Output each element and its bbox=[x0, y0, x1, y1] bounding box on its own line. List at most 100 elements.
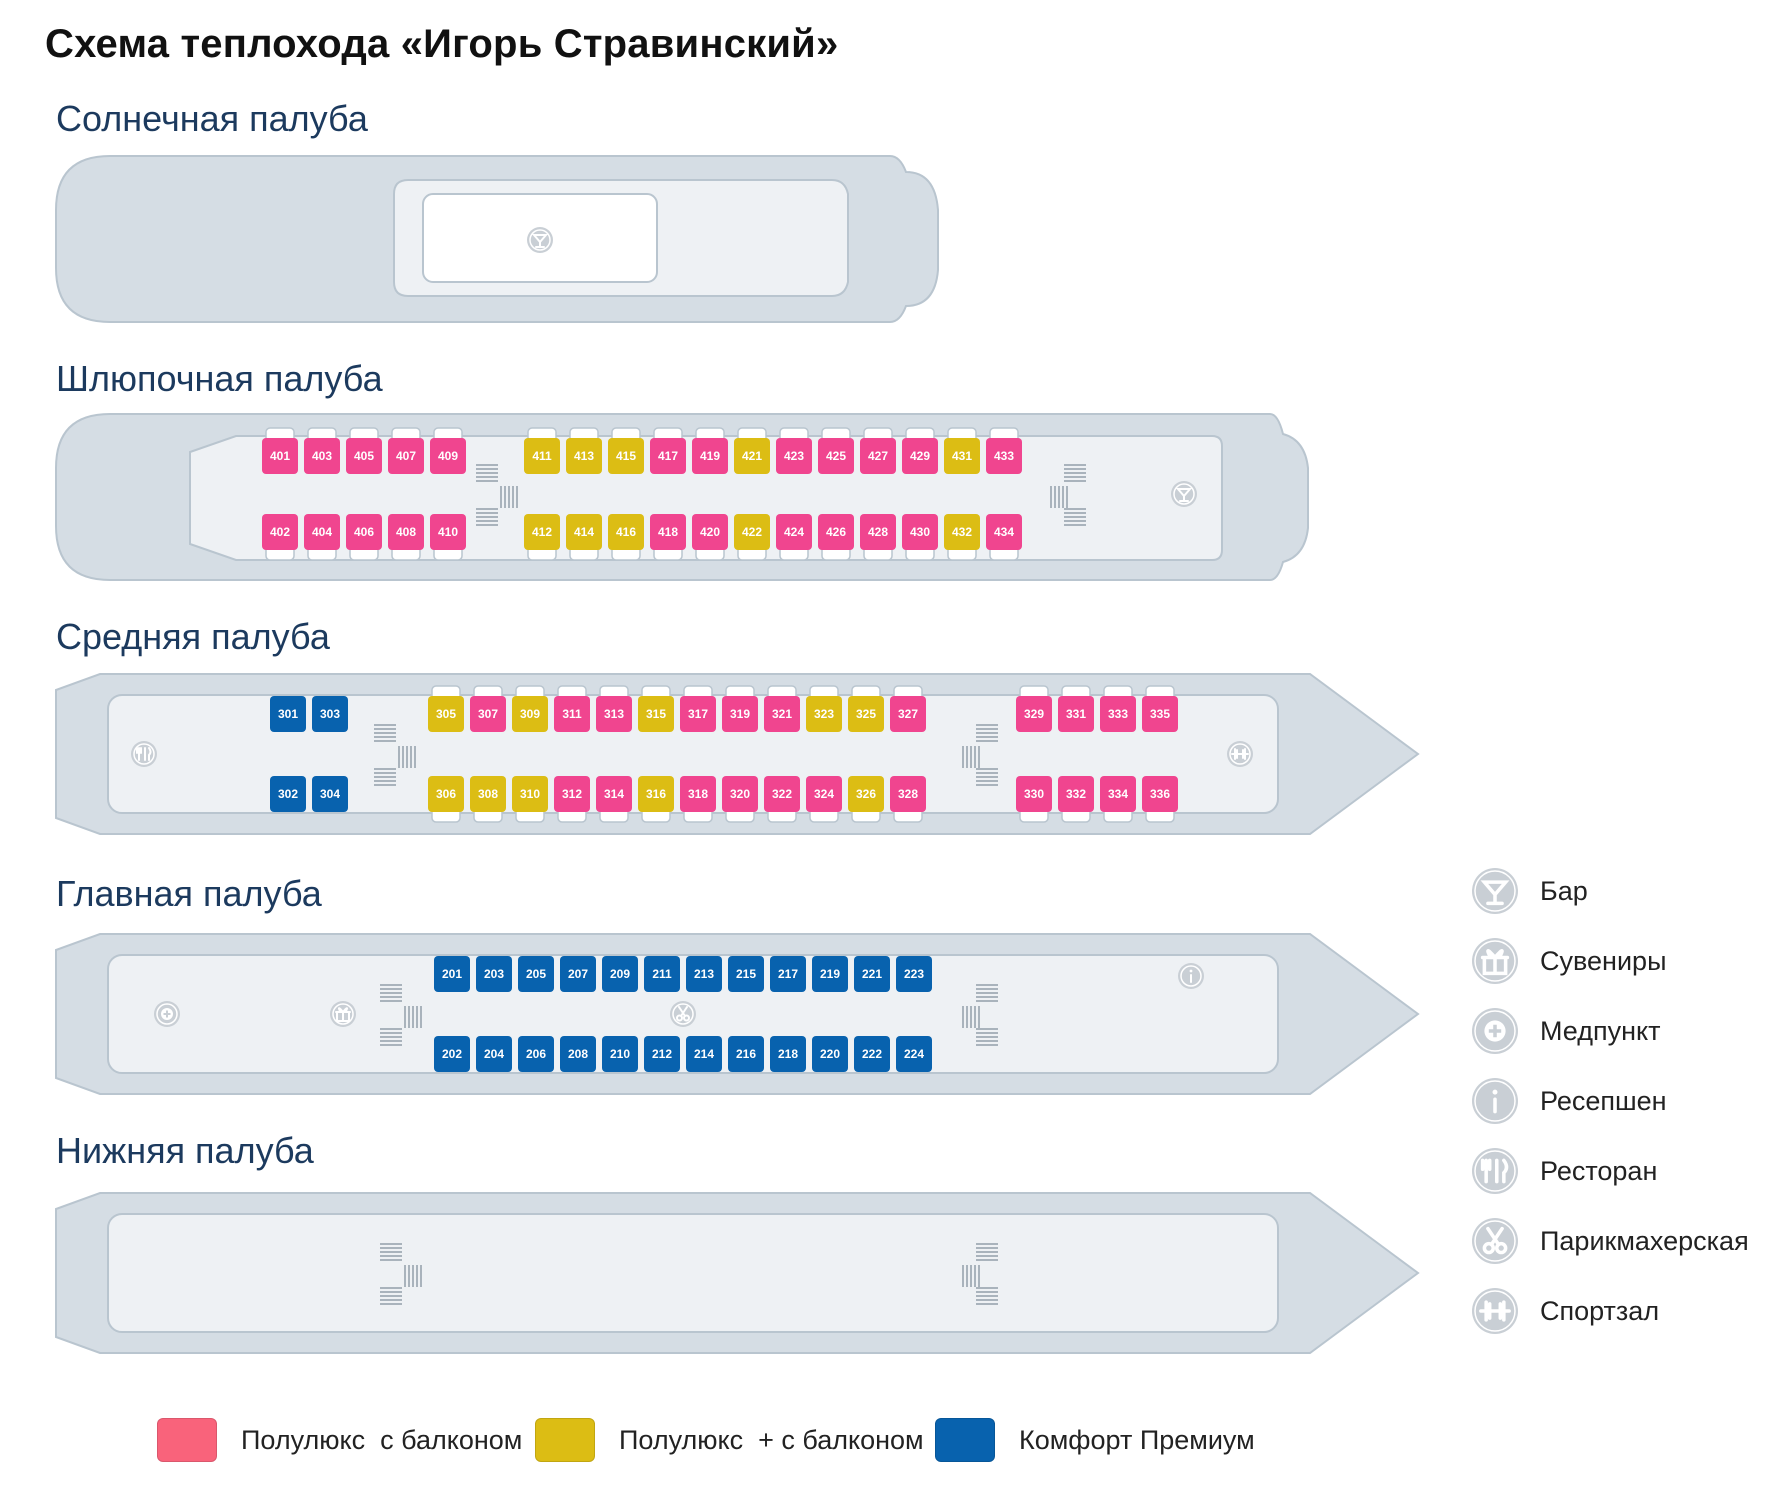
cabin-304[interactable]: 304 bbox=[312, 776, 348, 812]
cabin-214[interactable]: 214 bbox=[686, 1036, 722, 1072]
cabin-410[interactable]: 410 bbox=[430, 514, 466, 561]
cabin-406[interactable]: 406 bbox=[346, 514, 382, 561]
cabin-224[interactable]: 224 bbox=[896, 1036, 932, 1072]
cabin-413[interactable]: 413 bbox=[566, 427, 602, 474]
cabin-329[interactable]: 329 bbox=[1016, 685, 1052, 732]
cabin-420[interactable]: 420 bbox=[692, 514, 728, 561]
cabin-201[interactable]: 201 bbox=[434, 956, 470, 992]
cabin-434[interactable]: 434 bbox=[986, 514, 1022, 561]
cabin-322[interactable]: 322 bbox=[764, 776, 800, 823]
cabin-319[interactable]: 319 bbox=[722, 685, 758, 732]
cabin-408[interactable]: 408 bbox=[388, 514, 424, 561]
cabin-409[interactable]: 409 bbox=[430, 427, 466, 474]
cabin-218[interactable]: 218 bbox=[770, 1036, 806, 1072]
cabin-330[interactable]: 330 bbox=[1016, 776, 1052, 823]
cabin-221[interactable]: 221 bbox=[854, 956, 890, 992]
cabin-302[interactable]: 302 bbox=[270, 776, 306, 812]
cabin-424[interactable]: 424 bbox=[776, 514, 812, 561]
cabin-416[interactable]: 416 bbox=[608, 514, 644, 561]
stairs-icon bbox=[374, 768, 396, 786]
cabin-411[interactable]: 411 bbox=[524, 427, 560, 474]
cabin-432[interactable]: 432 bbox=[944, 514, 980, 561]
cabin-223[interactable]: 223 bbox=[896, 956, 932, 992]
cabin-331[interactable]: 331 bbox=[1058, 685, 1094, 732]
cabin-414[interactable]: 414 bbox=[566, 514, 602, 561]
cabin-222[interactable]: 222 bbox=[854, 1036, 890, 1072]
cabin-405[interactable]: 405 bbox=[346, 427, 382, 474]
cabin-317[interactable]: 317 bbox=[680, 685, 716, 732]
cabin-number: 316 bbox=[646, 787, 666, 801]
cabin-415[interactable]: 415 bbox=[608, 427, 644, 474]
cabin-433[interactable]: 433 bbox=[986, 427, 1022, 474]
cabin-425[interactable]: 425 bbox=[818, 427, 854, 474]
cabin-309[interactable]: 309 bbox=[512, 685, 548, 732]
cabin-number: 216 bbox=[736, 1047, 756, 1061]
cabin-204[interactable]: 204 bbox=[476, 1036, 512, 1072]
cabin-335[interactable]: 335 bbox=[1142, 685, 1178, 732]
cabin-306[interactable]: 306 bbox=[428, 776, 464, 823]
legend-item-medical: Медпункт bbox=[1470, 1006, 1661, 1056]
cabin-431[interactable]: 431 bbox=[944, 427, 980, 474]
cabin-430[interactable]: 430 bbox=[902, 514, 938, 561]
cabin-210[interactable]: 210 bbox=[602, 1036, 638, 1072]
cabin-318[interactable]: 318 bbox=[680, 776, 716, 823]
cabin-323[interactable]: 323 bbox=[806, 685, 842, 732]
cabin-220[interactable]: 220 bbox=[812, 1036, 848, 1072]
cabin-216[interactable]: 216 bbox=[728, 1036, 764, 1072]
cabin-308[interactable]: 308 bbox=[470, 776, 506, 823]
cabin-333[interactable]: 333 bbox=[1100, 685, 1136, 732]
cabin-321[interactable]: 321 bbox=[764, 685, 800, 732]
cabin-417[interactable]: 417 bbox=[650, 427, 686, 474]
cabin-313[interactable]: 313 bbox=[596, 685, 632, 732]
cabin-320[interactable]: 320 bbox=[722, 776, 758, 823]
cabin-316[interactable]: 316 bbox=[638, 776, 674, 823]
cabin-428[interactable]: 428 bbox=[860, 514, 896, 561]
cabin-207[interactable]: 207 bbox=[560, 956, 596, 992]
cabin-211[interactable]: 211 bbox=[644, 956, 680, 992]
cabin-219[interactable]: 219 bbox=[812, 956, 848, 992]
cabin-202[interactable]: 202 bbox=[434, 1036, 470, 1072]
cabin-332[interactable]: 332 bbox=[1058, 776, 1094, 823]
cabin-326[interactable]: 326 bbox=[848, 776, 884, 823]
cabin-419[interactable]: 419 bbox=[692, 427, 728, 474]
cabin-303[interactable]: 303 bbox=[312, 696, 348, 732]
cabin-311[interactable]: 311 bbox=[554, 685, 590, 732]
cabin-206[interactable]: 206 bbox=[518, 1036, 554, 1072]
cabin-212[interactable]: 212 bbox=[644, 1036, 680, 1072]
cabin-213[interactable]: 213 bbox=[686, 956, 722, 992]
cabin-209[interactable]: 209 bbox=[602, 956, 638, 992]
cabin-301[interactable]: 301 bbox=[270, 696, 306, 732]
cabin-422[interactable]: 422 bbox=[734, 514, 770, 561]
cabin-403[interactable]: 403 bbox=[304, 427, 340, 474]
cabin-407[interactable]: 407 bbox=[388, 427, 424, 474]
cabin-325[interactable]: 325 bbox=[848, 685, 884, 732]
cabin-426[interactable]: 426 bbox=[818, 514, 854, 561]
cabin-314[interactable]: 314 bbox=[596, 776, 632, 823]
cabin-315[interactable]: 315 bbox=[638, 685, 674, 732]
cabin-336[interactable]: 336 bbox=[1142, 776, 1178, 823]
cabin-404[interactable]: 404 bbox=[304, 514, 340, 561]
cabin-334[interactable]: 334 bbox=[1100, 776, 1136, 823]
cabin-203[interactable]: 203 bbox=[476, 956, 512, 992]
cabin-418[interactable]: 418 bbox=[650, 514, 686, 561]
cabin-328[interactable]: 328 bbox=[890, 776, 926, 823]
bar-icon bbox=[1472, 868, 1518, 914]
cabin-215[interactable]: 215 bbox=[728, 956, 764, 992]
cabin-427[interactable]: 427 bbox=[860, 427, 896, 474]
cabin-429[interactable]: 429 bbox=[902, 427, 938, 474]
cabin-217[interactable]: 217 bbox=[770, 956, 806, 992]
cabin-310[interactable]: 310 bbox=[512, 776, 548, 823]
cabin-412[interactable]: 412 bbox=[524, 514, 560, 561]
cabin-307[interactable]: 307 bbox=[470, 685, 506, 732]
cabin-305[interactable]: 305 bbox=[428, 685, 464, 732]
cabin-421[interactable]: 421 bbox=[734, 427, 770, 474]
cabin-327[interactable]: 327 bbox=[890, 685, 926, 732]
cabin-402[interactable]: 402 bbox=[262, 514, 298, 561]
cabin-423[interactable]: 423 bbox=[776, 427, 812, 474]
cabin-205[interactable]: 205 bbox=[518, 956, 554, 992]
cabin-208[interactable]: 208 bbox=[560, 1036, 596, 1072]
cabin-324[interactable]: 324 bbox=[806, 776, 842, 823]
cabin-401[interactable]: 401 bbox=[262, 427, 298, 474]
cabin-number: 208 bbox=[568, 1047, 588, 1061]
cabin-312[interactable]: 312 bbox=[554, 776, 590, 823]
